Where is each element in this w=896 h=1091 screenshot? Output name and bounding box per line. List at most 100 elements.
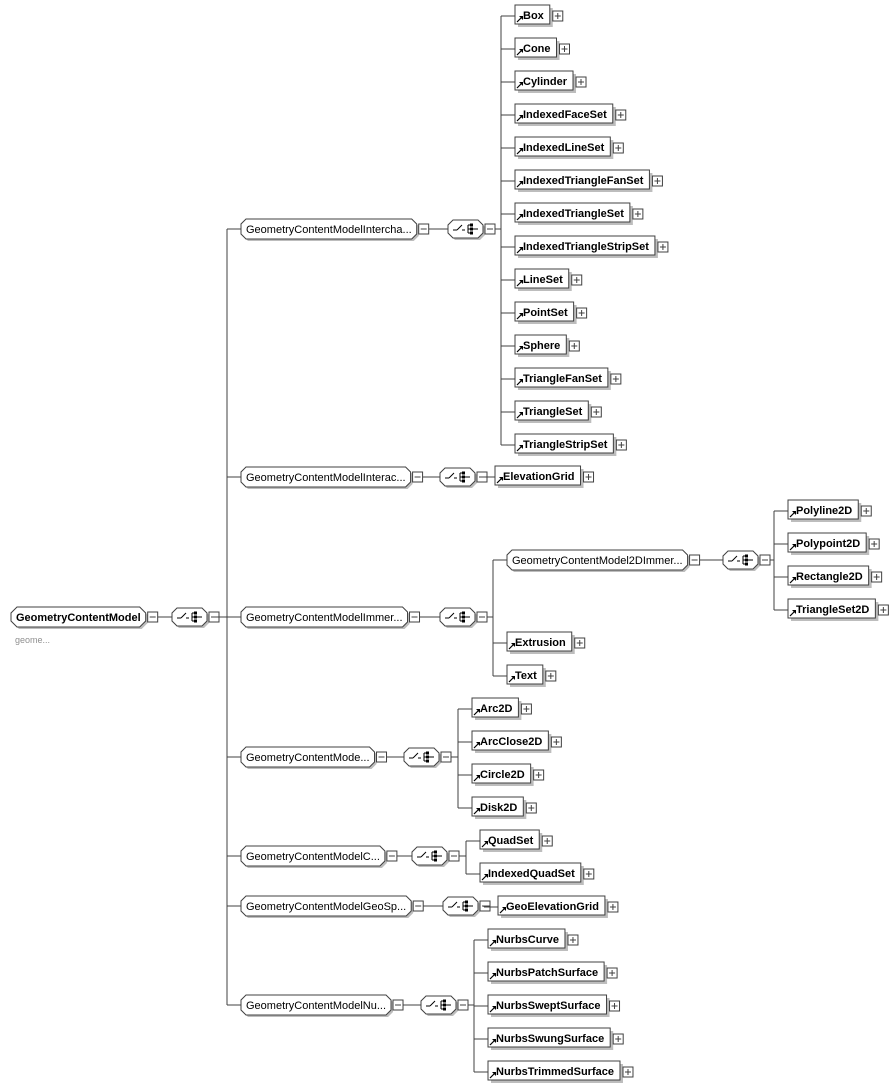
element-cone[interactable]: Cone <box>514 37 560 60</box>
root-choice-icon[interactable] <box>171 607 209 628</box>
expand-icon[interactable] <box>520 703 532 715</box>
element-circle2-d[interactable]: Circle2D <box>471 763 534 786</box>
element-nurbs-swung-surface[interactable]: NurbsSwungSurface <box>487 1027 614 1050</box>
choice-compositor-icon[interactable] <box>403 747 441 768</box>
expand-icon[interactable] <box>871 571 883 583</box>
expand-icon[interactable] <box>568 340 580 352</box>
element-indexed-quad-set[interactable]: IndexedQuadSet <box>479 862 584 885</box>
group-geometry-content-model-nu[interactable]: GeometryContentModelNu... <box>240 994 394 1017</box>
element-nurbs-trimmed-surface[interactable]: NurbsTrimmedSurface <box>487 1060 623 1083</box>
choice-compositor-icon[interactable] <box>722 550 760 571</box>
element-indexed-triangle-strip-set[interactable]: IndexedTriangleStripSet <box>514 235 658 258</box>
expand-icon[interactable] <box>651 175 663 187</box>
collapse-icon[interactable] <box>418 223 430 235</box>
group-geometry-content-model-intercha[interactable]: GeometryContentModelIntercha... <box>240 218 419 241</box>
collapse-icon[interactable] <box>412 900 424 912</box>
collapse-icon[interactable] <box>689 554 701 566</box>
expand-icon[interactable] <box>545 670 557 682</box>
expand-icon[interactable] <box>615 439 627 451</box>
element-elevation-grid[interactable]: ElevationGrid <box>494 465 584 488</box>
expand-icon[interactable] <box>868 538 880 550</box>
element-triangle-set2-d[interactable]: TriangleSet2D <box>787 598 879 621</box>
collapse-icon[interactable] <box>476 611 488 623</box>
choice-compositor-icon[interactable] <box>439 467 477 488</box>
element-triangle-fan-set[interactable]: TriangleFanSet <box>514 367 611 390</box>
element-arc2-d[interactable]: Arc2D <box>471 697 522 720</box>
expand-icon[interactable] <box>525 802 537 814</box>
element-line-set[interactable]: LineSet <box>514 268 572 291</box>
element-nurbs-patch-surface[interactable]: NurbsPatchSurface <box>487 961 608 984</box>
element-triangle-set[interactable]: TriangleSet <box>514 400 592 423</box>
element-triangle-strip-set[interactable]: TriangleStripSet <box>514 433 617 456</box>
expand-icon[interactable] <box>575 76 587 88</box>
group-geometry-content-model2-dimmer[interactable]: GeometryContentModel2DImmer... <box>506 549 690 572</box>
element-cylinder[interactable]: Cylinder <box>514 70 577 93</box>
expand-icon[interactable] <box>860 505 872 517</box>
expand-icon[interactable] <box>574 637 586 649</box>
expand-icon[interactable] <box>610 373 622 385</box>
collapse-icon[interactable] <box>484 223 496 235</box>
choice-compositor-icon[interactable] <box>420 995 458 1016</box>
choice-compositor-icon[interactable] <box>411 846 449 867</box>
expand-icon[interactable] <box>612 142 624 154</box>
collapse-icon[interactable] <box>147 611 159 623</box>
element-arc-close2-d[interactable]: ArcClose2D <box>471 730 552 753</box>
element-polyline2-d[interactable]: Polyline2D <box>787 499 862 522</box>
collapse-icon[interactable] <box>759 554 771 566</box>
expand-icon[interactable] <box>550 736 562 748</box>
group-geometry-content-model-interac[interactable]: GeometryContentModelInterac... <box>240 466 413 489</box>
element-nurbs-swept-surface[interactable]: NurbsSweptSurface <box>487 994 610 1017</box>
element-point-set[interactable]: PointSet <box>514 301 577 324</box>
element-polypoint2-d[interactable]: Polypoint2D <box>787 532 870 555</box>
element-quad-set[interactable]: QuadSet <box>479 829 543 852</box>
element-text[interactable]: Text <box>506 664 546 687</box>
group-geometry-content-model-immer[interactable]: GeometryContentModelImmer... <box>240 606 410 629</box>
collapse-icon[interactable] <box>392 999 404 1011</box>
expand-icon[interactable] <box>657 241 669 253</box>
expand-icon[interactable] <box>571 274 583 286</box>
element-rectangle2-d[interactable]: Rectangle2D <box>787 565 872 588</box>
element-indexed-triangle-fan-set[interactable]: IndexedTriangleFanSet <box>514 169 653 192</box>
element-indexed-triangle-set[interactable]: IndexedTriangleSet <box>514 202 633 225</box>
collapse-icon[interactable] <box>409 611 421 623</box>
element-extrusion[interactable]: Extrusion <box>506 631 575 654</box>
element-indexed-face-set[interactable]: IndexedFaceSet <box>514 103 616 126</box>
collapse-icon[interactable] <box>386 850 398 862</box>
root-element-box[interactable]: GeometryContentModel <box>10 606 148 629</box>
element-geo-elevation-grid[interactable]: GeoElevationGrid <box>497 895 608 918</box>
expand-icon[interactable] <box>632 208 644 220</box>
choice-compositor-icon[interactable] <box>442 896 480 917</box>
element-indexed-line-set[interactable]: IndexedLineSet <box>514 136 614 159</box>
collapse-icon[interactable] <box>448 850 460 862</box>
expand-icon[interactable] <box>590 406 602 418</box>
element-box[interactable]: Box <box>514 4 553 27</box>
group-geometry-content-model-geo-sp[interactable]: GeometryContentModelGeoSp... <box>240 895 414 918</box>
element-disk2-d[interactable]: Disk2D <box>471 796 527 819</box>
expand-icon[interactable] <box>576 307 588 319</box>
expand-icon[interactable] <box>622 1066 634 1078</box>
expand-icon[interactable] <box>567 934 579 946</box>
expand-icon[interactable] <box>877 604 889 616</box>
expand-icon[interactable] <box>609 1000 621 1012</box>
group-geometry-content-mode[interactable]: GeometryContentMode... <box>240 746 377 769</box>
expand-icon[interactable] <box>606 967 618 979</box>
element-nurbs-curve[interactable]: NurbsCurve <box>487 928 568 951</box>
group-geometry-content-model-c[interactable]: GeometryContentModelC... <box>240 845 387 868</box>
expand-icon[interactable] <box>559 43 570 55</box>
collapse-icon[interactable] <box>457 999 469 1011</box>
expand-icon[interactable] <box>541 835 553 847</box>
element-sphere[interactable]: Sphere <box>514 334 570 357</box>
choice-compositor-icon[interactable] <box>439 607 477 628</box>
expand-icon[interactable] <box>552 10 564 22</box>
expand-icon[interactable] <box>615 109 627 121</box>
expand-icon[interactable] <box>583 471 595 483</box>
expand-icon[interactable] <box>612 1033 624 1045</box>
collapse-icon[interactable] <box>440 751 452 763</box>
expand-icon[interactable] <box>533 769 545 781</box>
reference-arrow-icon <box>789 577 796 584</box>
choice-compositor-icon[interactable] <box>447 219 485 240</box>
collapse-icon[interactable] <box>412 471 424 483</box>
expand-icon[interactable] <box>607 901 619 913</box>
expand-icon[interactable] <box>583 868 595 880</box>
collapse-icon[interactable] <box>376 751 388 763</box>
